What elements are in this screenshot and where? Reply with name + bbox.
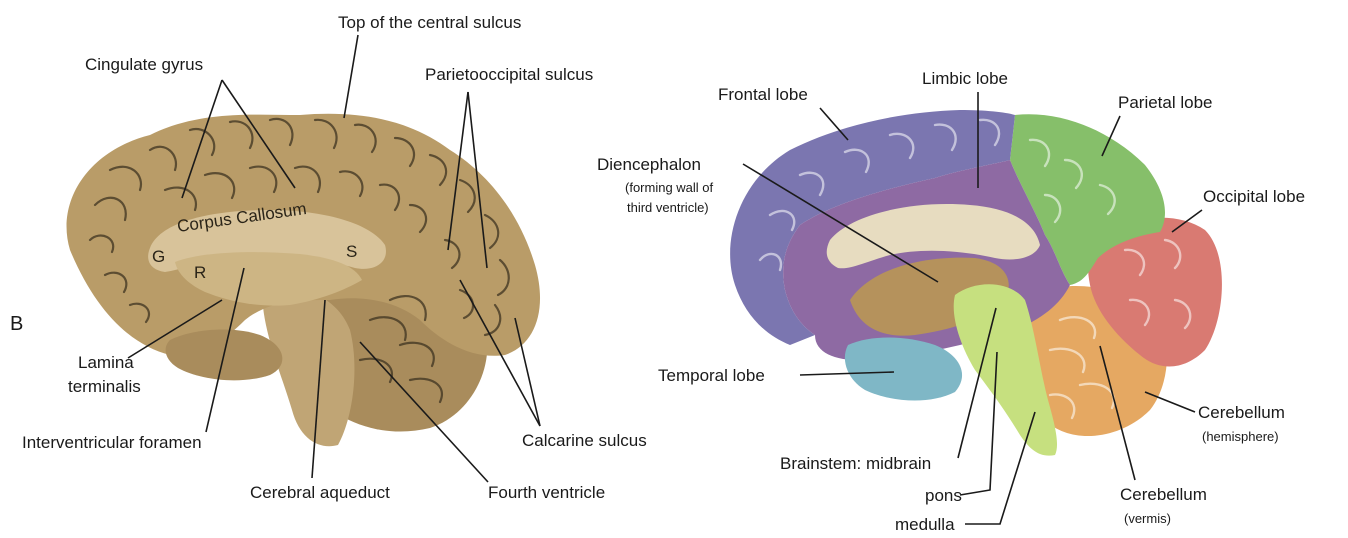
label-diencephalon-sub-2: third ventricle)	[627, 200, 709, 215]
label-brainstem-midbrain: Brainstem: midbrain	[780, 454, 931, 473]
g-label: G	[152, 247, 165, 266]
panel-letter: B	[10, 313, 23, 335]
label-lamina: Lamina	[78, 353, 134, 372]
label-diencephalon-sub-1: (forming wall of	[625, 180, 714, 195]
label-top-central-sulcus: Top of the central sulcus	[338, 13, 521, 32]
label-cingulate-gyrus: Cingulate gyrus	[85, 55, 203, 74]
label-terminalis: terminalis	[68, 377, 141, 396]
label-diencephalon: Diencephalon	[597, 155, 701, 174]
label-interventricular-foramen: Interventricular foramen	[22, 433, 202, 452]
label-parietooccipital-sulcus: Parietooccipital sulcus	[425, 65, 593, 84]
label-cerebellum-hemisphere-sub: (hemisphere)	[1202, 429, 1279, 444]
label-occipital-lobe: Occipital lobe	[1203, 187, 1305, 206]
r-label: R	[194, 263, 206, 282]
label-cerebellum-hemisphere: Cerebellum	[1198, 403, 1285, 422]
s-label: S	[346, 242, 357, 261]
label-parietal-lobe: Parietal lobe	[1118, 93, 1213, 112]
label-medulla: medulla	[895, 515, 955, 534]
specimen-brain	[67, 114, 540, 446]
label-frontal-lobe: Frontal lobe	[718, 85, 808, 104]
label-calcarine-sulcus: Calcarine sulcus	[522, 431, 647, 450]
label-cerebellum-vermis: Cerebellum	[1120, 485, 1207, 504]
label-temporal-lobe: Temporal lobe	[658, 366, 765, 385]
label-limbic-lobe: Limbic lobe	[922, 69, 1008, 88]
label-cerebellum-vermis-sub: (vermis)	[1124, 511, 1171, 526]
label-pons: pons	[925, 486, 962, 505]
label-fourth-ventricle: Fourth ventricle	[488, 483, 605, 502]
colored-brain	[730, 110, 1222, 456]
label-cerebral-aqueduct: Cerebral aqueduct	[250, 483, 390, 502]
